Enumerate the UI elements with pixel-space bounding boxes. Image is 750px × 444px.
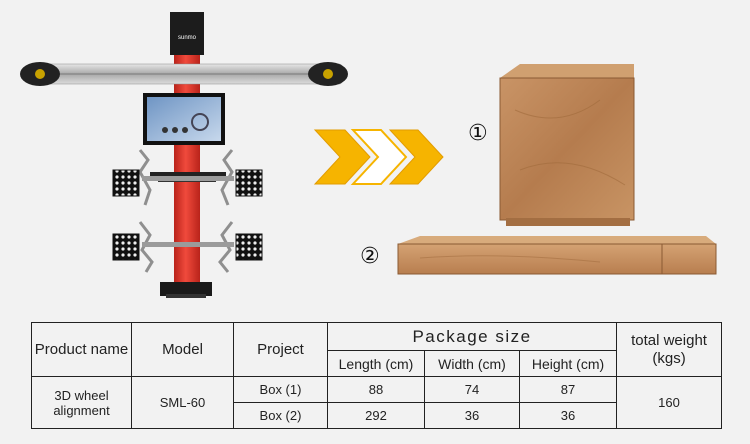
length-cell: 292 xyxy=(327,402,425,429)
header-package-size: Package size xyxy=(326,322,618,351)
height-cell: 36 xyxy=(518,402,618,429)
project-cell: Box (1) xyxy=(233,376,328,403)
total-weight-cell: 160 xyxy=(616,376,723,429)
model-cell: SML-60 xyxy=(131,376,234,429)
package-spec-table: Product name Model Project Package size … xyxy=(31,322,723,429)
length-cell: 88 xyxy=(327,376,425,403)
target-front-left xyxy=(112,169,140,197)
red-post xyxy=(174,55,200,287)
header-length: Length (cm) xyxy=(327,350,425,377)
box-1-label: ① xyxy=(468,121,488,146)
table-row: Box (2) 292 36 36 xyxy=(32,402,722,429)
table-row: 3D wheel alignment SML-60 Box (1) 88 74 … xyxy=(31,376,723,429)
brand-logo: sunmo xyxy=(178,35,197,41)
camera-head xyxy=(170,12,204,55)
target-rear-right xyxy=(235,233,263,261)
header-product-name: Product name xyxy=(31,322,132,377)
width-cell: 74 xyxy=(424,376,520,403)
width-cell: 36 xyxy=(424,402,520,429)
target-front-right xyxy=(235,169,263,197)
header-width: Width (cm) xyxy=(424,350,520,377)
direction-arrows xyxy=(313,129,444,185)
target-rear-left xyxy=(112,233,140,261)
header-height: Height (cm) xyxy=(518,350,618,377)
header-project: Project xyxy=(233,322,328,377)
height-cell: 87 xyxy=(518,376,618,403)
machine-base xyxy=(160,282,212,296)
crate-box-2 xyxy=(397,236,717,275)
header-model: Model xyxy=(131,322,234,377)
header-total-weight: total weight (kgs) xyxy=(616,322,723,377)
product-illustration: sunmo xyxy=(20,12,717,298)
product-name-cell: 3D wheel alignment xyxy=(31,376,132,429)
crate-box-1 xyxy=(499,64,635,226)
wheel-alignment-machine: sunmo xyxy=(20,12,348,298)
project-cell: Box (2) xyxy=(233,402,328,429)
box-2-label: ② xyxy=(360,244,380,269)
